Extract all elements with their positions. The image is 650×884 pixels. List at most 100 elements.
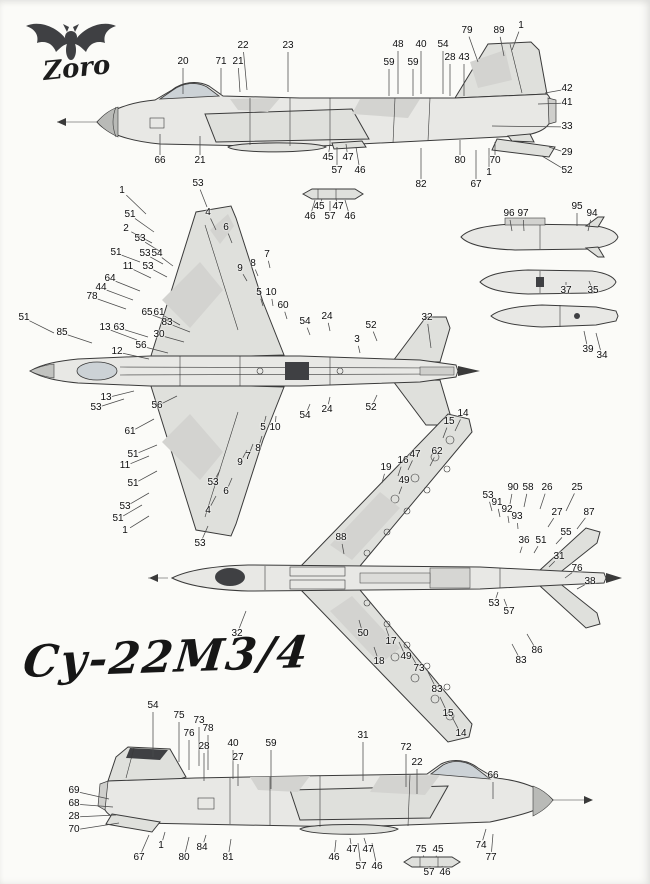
callout-plan-view-51: 51 [127, 449, 139, 460]
callout-side-view-bottom-66: 66 [487, 770, 499, 781]
callout-bottom-view-14: 14 [457, 408, 469, 419]
tail-dart-icon [458, 366, 480, 376]
callout-plan-view-51: 51 [110, 247, 122, 258]
callout-bottom-view-25: 25 [571, 482, 583, 493]
callout-plan-view-52: 52 [365, 402, 377, 413]
callout-side-view-bottom-57: 57 [355, 861, 367, 872]
callout-pylon-detail-top-47: 47 [332, 201, 344, 212]
leader-lines-layer [29, 31, 601, 868]
callout-plan-view-54: 54 [151, 248, 163, 259]
callout-plan-view-53: 53 [142, 261, 154, 272]
callout-plan-view-3: 3 [354, 334, 360, 345]
callout-bottom-view-18: 18 [373, 656, 385, 667]
callout-side-view-bottom-28: 28 [198, 741, 210, 752]
callout-plan-view-12: 12 [111, 346, 123, 357]
callout-plan-view-53: 53 [207, 477, 219, 488]
callout-bottom-view-47: 47 [409, 449, 421, 460]
bat-right-wing-icon [74, 23, 116, 52]
fuel-tank-2 [479, 269, 617, 295]
datum-arrow-icon [57, 118, 66, 126]
callout-fuel-tanks-34: 34 [596, 350, 608, 361]
centerline-tank [227, 142, 327, 153]
callout-bottom-view-83: 83 [515, 655, 527, 666]
side-view-bottom-drawing [97, 746, 593, 835]
upper-tailplane [392, 316, 451, 363]
callout-bottom-view-14: 14 [455, 728, 467, 739]
callout-plan-view-24: 24 [321, 311, 333, 322]
callout-side-view-top-1: 1 [518, 20, 524, 31]
callout-plan-view-1: 1 [119, 185, 125, 196]
callout-bottom-view-83: 83 [431, 684, 443, 695]
callout-bottom-view-90: 90 [507, 482, 519, 493]
callout-side-view-top-71: 71 [215, 56, 227, 67]
callout-side-view-bottom-75: 75 [173, 710, 185, 721]
callout-side-view-top-33: 33 [561, 121, 573, 132]
callout-bottom-view-36: 36 [518, 535, 530, 546]
callout-plan-view-53: 53 [139, 248, 151, 259]
callout-side-view-bottom-67: 67 [133, 852, 145, 863]
callout-plan-view-1: 1 [122, 525, 128, 536]
callout-bottom-view-49: 49 [398, 475, 410, 486]
callout-side-view-top-40: 40 [415, 39, 427, 50]
callout-plan-view-32: 32 [421, 312, 433, 323]
callout-side-view-bottom-70: 70 [68, 824, 80, 835]
callout-bottom-view-93: 93 [511, 511, 523, 522]
callout-side-view-top-66: 66 [154, 155, 166, 166]
callout-bottom-view-16: 16 [397, 455, 409, 466]
callout-bottom-view-50: 50 [357, 628, 369, 639]
callout-pylon-detail-top-57: 57 [324, 211, 336, 222]
callout-side-view-top-28: 28 [444, 52, 456, 63]
lower-tailplane [392, 379, 451, 426]
tailplane [105, 813, 161, 833]
callout-plan-view-8: 8 [255, 443, 261, 454]
callout-plan-view-7: 7 [245, 451, 251, 462]
pylon-detail-bottom-drawing [403, 856, 461, 868]
callout-side-view-top-59: 59 [383, 57, 395, 68]
callout-bottom-view-49: 49 [400, 651, 412, 662]
callout-bottom-view-88: 88 [335, 532, 347, 543]
callout-plan-view-54: 54 [299, 316, 311, 327]
callout-bottom-view-58: 58 [522, 482, 534, 493]
callout-bottom-view-19: 19 [380, 462, 392, 473]
callout-bottom-view-73: 73 [413, 663, 425, 674]
callout-side-view-bottom-47: 47 [346, 844, 358, 855]
callout-plan-view-61: 61 [124, 426, 136, 437]
callout-side-view-top-67: 67 [470, 179, 482, 190]
callout-plan-view-53: 53 [90, 402, 102, 413]
callout-side-view-bottom-27: 27 [232, 752, 244, 763]
callout-plan-view-53: 53 [192, 178, 204, 189]
callout-plan-view-24: 24 [321, 404, 333, 415]
datum-arrow-icon [149, 574, 158, 582]
callout-side-view-bottom-80: 80 [178, 852, 190, 863]
callout-bottom-view-17: 17 [385, 636, 397, 647]
callout-pylon-detail-bottom-45: 45 [432, 844, 444, 855]
callout-fuel-tanks-39: 39 [582, 344, 594, 355]
lower-wing [149, 382, 285, 537]
callout-plan-view-53: 53 [119, 501, 131, 512]
datum-arrow-icon [584, 796, 593, 804]
callout-side-view-top-52: 52 [561, 165, 573, 176]
callout-bottom-view-57: 57 [503, 606, 515, 617]
callout-bottom-view-76: 76 [571, 563, 583, 574]
callout-plan-view-13: 13 [99, 322, 111, 333]
callout-bottom-view-91: 91 [491, 497, 503, 508]
callout-plan-view-10: 10 [269, 422, 281, 433]
bat-head-icon [65, 31, 77, 43]
fuel-tank-3 [490, 304, 619, 328]
callout-plan-view-13: 13 [100, 392, 112, 403]
zoro-logo: Zoro [26, 23, 116, 87]
canopy [158, 83, 221, 100]
tail-dart-icon [606, 573, 622, 583]
callout-side-view-bottom-22: 22 [411, 757, 423, 768]
upper-wing [298, 413, 473, 573]
callout-fuel-tanks-94: 94 [586, 208, 598, 219]
callout-fuel-tanks-96: 96 [503, 208, 515, 219]
callout-side-view-bottom-84: 84 [196, 842, 208, 853]
callout-plan-view-44: 44 [95, 282, 107, 293]
callout-plan-view-60: 60 [277, 300, 289, 311]
dorsal-panel [285, 362, 309, 380]
callout-bottom-view-55: 55 [560, 527, 572, 538]
callout-side-view-bottom-59: 59 [265, 738, 277, 749]
